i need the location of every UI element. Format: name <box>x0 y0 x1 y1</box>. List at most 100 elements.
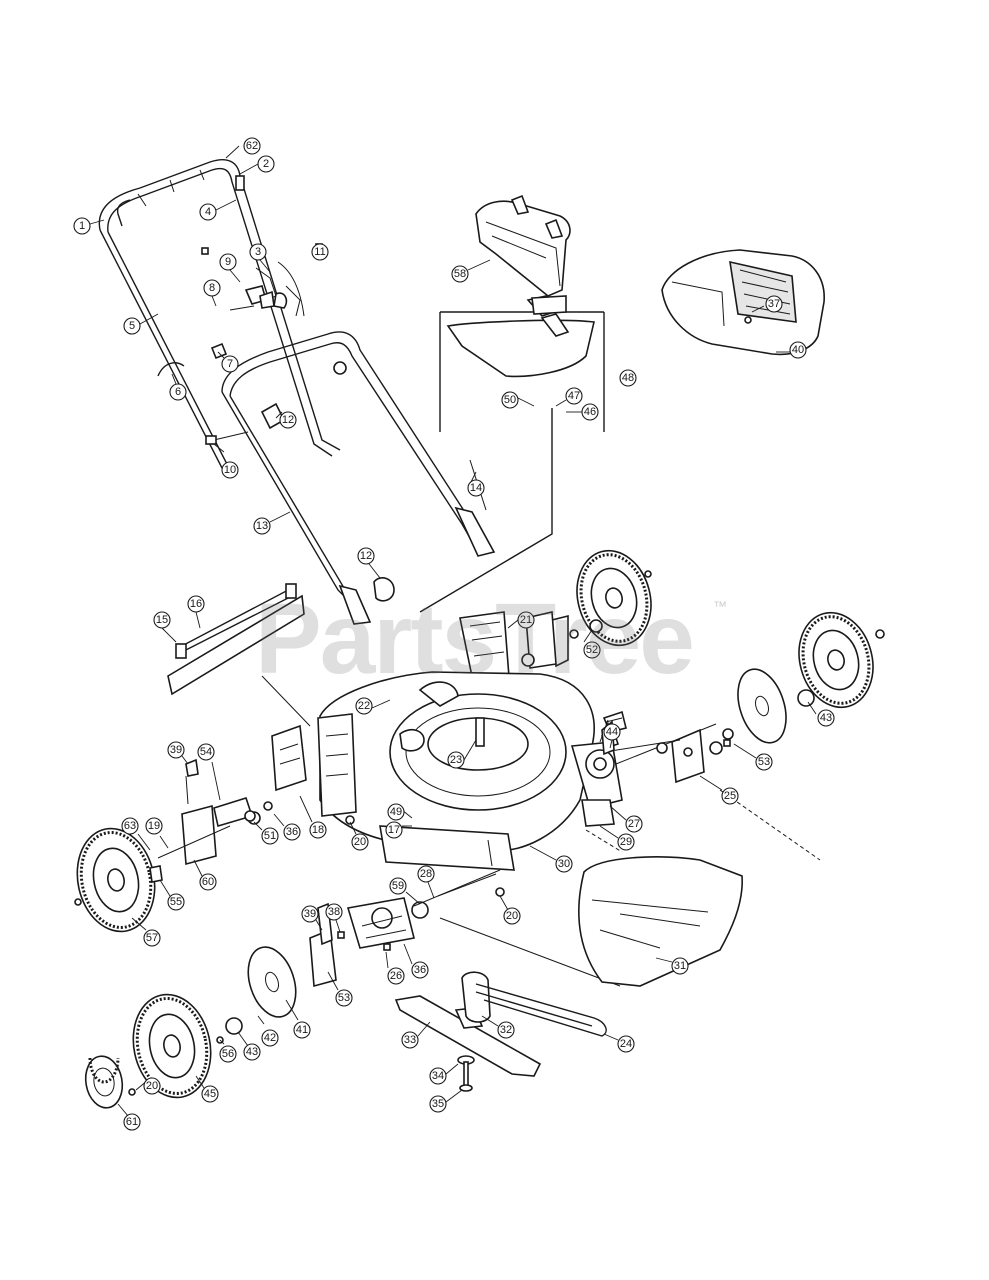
svg-text:37: 37 <box>768 298 780 310</box>
handle-clip <box>235 175 245 191</box>
callout-63: 63 <box>121 817 151 851</box>
callout-58: 58 <box>451 259 491 283</box>
callout-34: 34 <box>429 1063 459 1085</box>
svg-text:53: 53 <box>338 992 350 1004</box>
callout-38: 38 <box>325 903 343 933</box>
callout-42: 42 <box>257 1015 279 1047</box>
svg-text:5: 5 <box>129 320 135 332</box>
svg-text:63: 63 <box>124 820 136 832</box>
callout-35: 35 <box>429 1089 463 1113</box>
svg-text:3: 3 <box>255 246 261 258</box>
callout-9: 9 <box>219 253 241 283</box>
callout-52: 52 <box>583 629 601 659</box>
svg-text:14: 14 <box>470 482 482 494</box>
svg-text:61: 61 <box>126 1116 138 1128</box>
svg-text:15: 15 <box>156 614 168 626</box>
callout-45: 45 <box>195 1075 219 1103</box>
wheel-hub-disks <box>84 668 787 1109</box>
svg-text:11: 11 <box>314 246 325 258</box>
callout-20-right: 20 <box>499 895 521 925</box>
lower-handle <box>221 331 496 625</box>
svg-text:54: 54 <box>200 746 212 758</box>
engine-cover <box>661 249 825 356</box>
callout-31: 31 <box>655 957 689 975</box>
callout-16: 16 <box>187 595 205 629</box>
blade-assembly <box>394 971 607 1092</box>
callout-48: 48 <box>619 369 637 387</box>
wheel-top-right-b <box>798 611 874 709</box>
callout-18: 18 <box>299 795 327 839</box>
svg-text:35: 35 <box>432 1098 444 1110</box>
svg-text:6: 6 <box>175 386 181 398</box>
svg-text:20: 20 <box>146 1080 158 1092</box>
wheel-left <box>76 827 156 933</box>
svg-text:16: 16 <box>190 598 202 610</box>
svg-text:20: 20 <box>506 910 518 922</box>
callout-37: 37 <box>751 295 783 313</box>
callout-22: 22 <box>355 697 391 715</box>
callout-51: 51 <box>253 821 279 845</box>
callout-47: 47 <box>555 387 583 407</box>
svg-text:43: 43 <box>820 712 832 724</box>
svg-text:59: 59 <box>392 880 404 892</box>
svg-text:57: 57 <box>146 932 158 944</box>
svg-text:40: 40 <box>792 344 804 356</box>
callout-12-lower: 12 <box>357 547 381 579</box>
svg-text:8: 8 <box>209 282 215 294</box>
callout-27: 27 <box>609 805 643 833</box>
svg-text:49: 49 <box>390 806 402 818</box>
grass-bag-frame <box>475 194 571 297</box>
callout-55: 55 <box>159 879 185 911</box>
callout-26: 26 <box>385 951 405 985</box>
callout-10: 10 <box>213 443 239 479</box>
svg-text:25: 25 <box>724 790 736 802</box>
svg-text:39: 39 <box>304 908 316 920</box>
svg-text:7: 7 <box>227 358 233 370</box>
callout-60: 60 <box>193 859 217 891</box>
callout-8: 8 <box>203 279 221 307</box>
svg-text:36: 36 <box>286 826 298 838</box>
svg-text:62: 62 <box>246 140 258 152</box>
callout-20-bottom: 20 <box>135 1077 161 1095</box>
svg-text:12: 12 <box>360 550 372 562</box>
svg-text:26: 26 <box>390 970 402 982</box>
svg-text:52: 52 <box>586 644 598 656</box>
svg-text:20: 20 <box>354 836 366 848</box>
gears-and-bushings <box>74 570 885 1096</box>
svg-text:27: 27 <box>628 818 640 830</box>
callout-53-center: 53 <box>327 971 353 1007</box>
svg-text:50: 50 <box>504 394 516 406</box>
callout-57: 57 <box>131 917 161 947</box>
callout-23: 23 <box>447 739 477 769</box>
callout-39-left: 39 <box>167 741 189 765</box>
callout-53-right: 53 <box>733 743 773 771</box>
svg-text:18: 18 <box>312 824 324 836</box>
callout-59: 59 <box>389 877 421 905</box>
svg-text:42: 42 <box>264 1032 276 1044</box>
wheel-top-right-a <box>576 549 652 647</box>
callout-43-right: 43 <box>807 701 835 727</box>
svg-text:43: 43 <box>246 1046 258 1058</box>
callout-2: 2 <box>239 155 275 175</box>
callout-54: 54 <box>197 743 221 801</box>
svg-text:45: 45 <box>204 1088 216 1100</box>
callout-40: 40 <box>776 341 807 359</box>
callout-19: 19 <box>145 817 169 849</box>
svg-text:13: 13 <box>256 520 268 532</box>
callout-39-center: 39 <box>301 905 323 931</box>
callout-41: 41 <box>285 999 311 1039</box>
svg-text:33: 33 <box>404 1034 416 1046</box>
svg-text:48: 48 <box>622 372 634 384</box>
callout-21: 21 <box>507 611 535 629</box>
deflector-kit-box <box>419 295 605 613</box>
svg-text:4: 4 <box>205 206 211 218</box>
callouts: 62 2 4 1 3 <box>73 137 835 1131</box>
svg-text:17: 17 <box>388 824 400 836</box>
callout-30: 30 <box>529 845 573 873</box>
callout-4: 4 <box>199 199 237 221</box>
svg-text:1: 1 <box>79 220 85 232</box>
callout-7: 7 <box>217 351 239 373</box>
svg-text:36: 36 <box>414 964 426 976</box>
callout-36-center: 36 <box>403 943 429 979</box>
svg-text:58: 58 <box>454 268 466 280</box>
